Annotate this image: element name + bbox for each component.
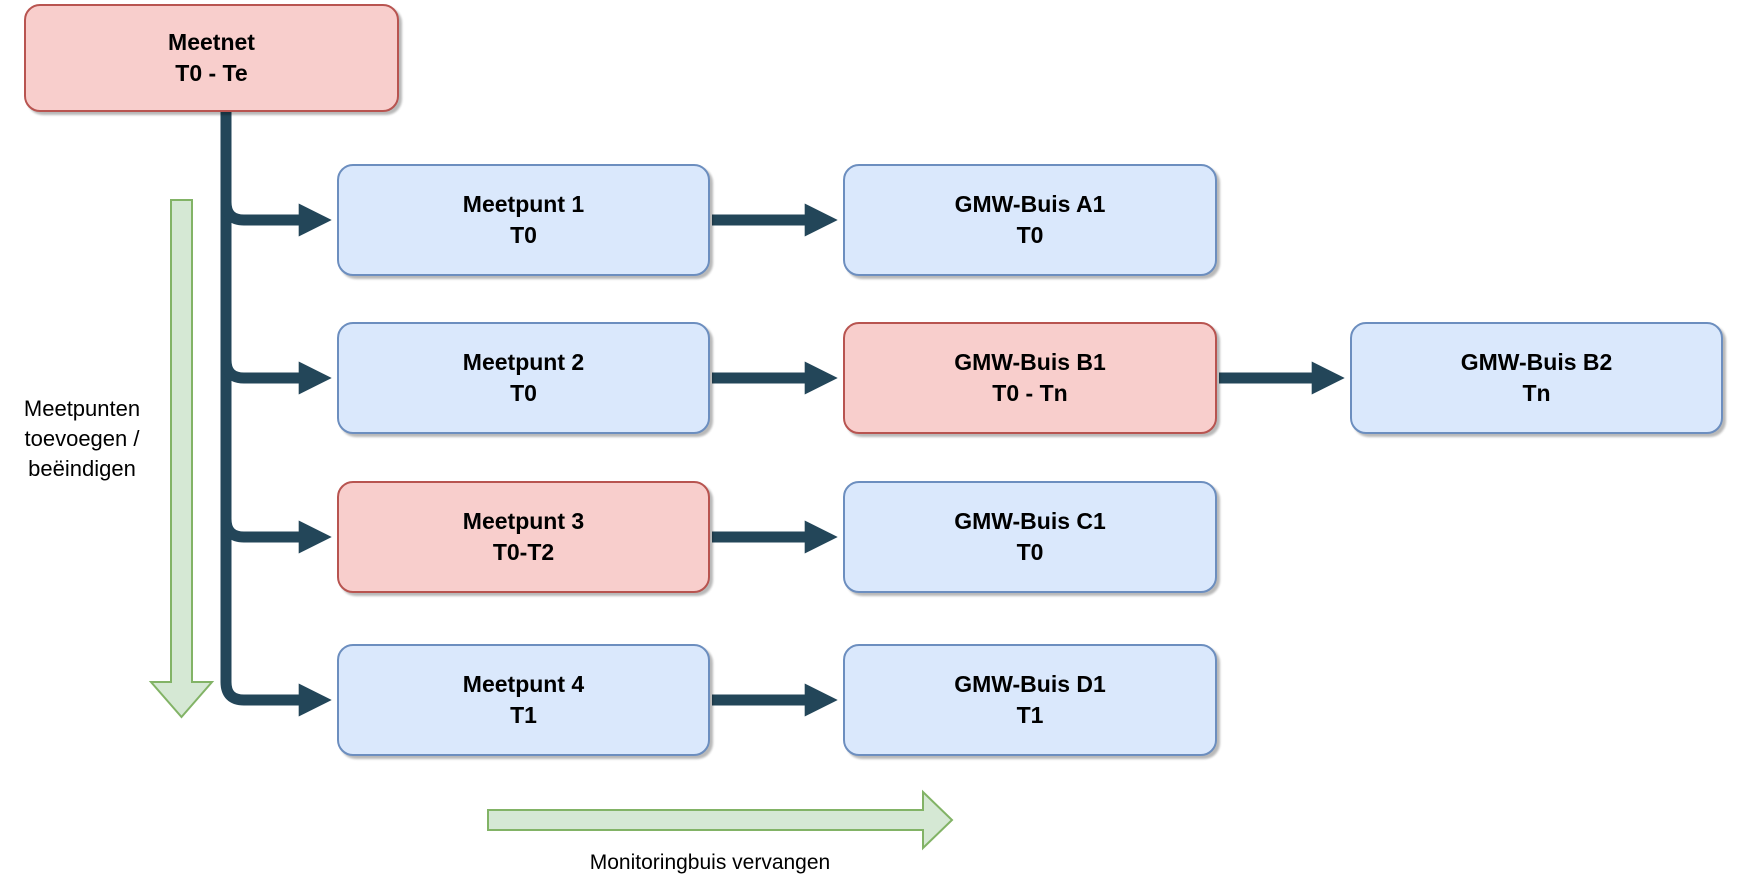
node-period: T0 bbox=[1016, 222, 1044, 248]
node-title: Meetpunt 3 bbox=[462, 508, 585, 534]
connector-meetnet-to-meetpunt3 bbox=[220, 518, 332, 554]
node-title: GMW-Buis D1 bbox=[954, 671, 1106, 697]
node-period: T1 bbox=[510, 702, 537, 728]
node-gmw-buis-d1: GMW-Buis D1 T1 bbox=[843, 644, 1217, 756]
node-gmw-buis-b2: GMW-Buis B2 Tn bbox=[1350, 322, 1723, 434]
node-title: GMW-Buis B2 bbox=[1460, 349, 1613, 375]
node-period: T0-T2 bbox=[492, 539, 555, 565]
connector-meetnet-to-meetpunt4 bbox=[220, 112, 332, 717]
node-period: T1 bbox=[1016, 702, 1044, 728]
left-arrow-label-line: toevoegen / bbox=[24, 426, 140, 451]
node-period: T0 bbox=[1016, 539, 1044, 565]
node-period: T0 bbox=[510, 380, 537, 406]
left-arrow-label-line: Meetpunten bbox=[23, 396, 141, 421]
node-meetpunt-4: Meetpunt 4 T1 bbox=[337, 644, 710, 756]
timeline-arrow-horizontal bbox=[487, 789, 954, 851]
left-arrow-label-line: beëindigen bbox=[28, 456, 136, 481]
node-title: Meetpunt 1 bbox=[462, 191, 585, 217]
node-meetpunt-1: Meetpunt 1 T0 bbox=[337, 164, 710, 276]
node-title: GMW-Buis C1 bbox=[954, 508, 1106, 534]
node-meetpunt-2: Meetpunt 2 T0 bbox=[337, 322, 710, 434]
node-title: Meetpunt 2 bbox=[462, 349, 585, 375]
connector-meetnet-to-meetpunt1 bbox=[220, 201, 332, 237]
node-title: Meetpunt 4 bbox=[462, 671, 585, 697]
left-arrow-label: Meetpunten toevoegen / beëindigen bbox=[4, 394, 160, 484]
node-gmw-buis-b1: GMW-Buis B1 T0 - Tn bbox=[843, 322, 1217, 434]
node-title: GMW-Buis A1 bbox=[954, 191, 1106, 217]
node-meetpunt-3: Meetpunt 3 T0-T2 bbox=[337, 481, 710, 593]
node-gmw-buis-c1: GMW-Buis C1 T0 bbox=[843, 481, 1217, 593]
node-period: Tn bbox=[1522, 380, 1551, 406]
node-period: T0 bbox=[510, 222, 537, 248]
node-gmw-buis-a1: GMW-Buis A1 T0 bbox=[843, 164, 1217, 276]
bottom-arrow-label: Monitoringbuis vervangen bbox=[589, 851, 831, 874]
node-period: T0 - Tn bbox=[992, 380, 1068, 406]
connector-meetnet-to-meetpunt2 bbox=[220, 359, 332, 395]
node-meetnet: Meetnet T0 - Te bbox=[24, 4, 399, 112]
node-period: T0 - Te bbox=[175, 60, 248, 86]
timeline-arrow-vertical bbox=[148, 199, 215, 719]
node-title: GMW-Buis B1 bbox=[954, 349, 1106, 375]
node-title: Meetnet bbox=[168, 29, 255, 55]
